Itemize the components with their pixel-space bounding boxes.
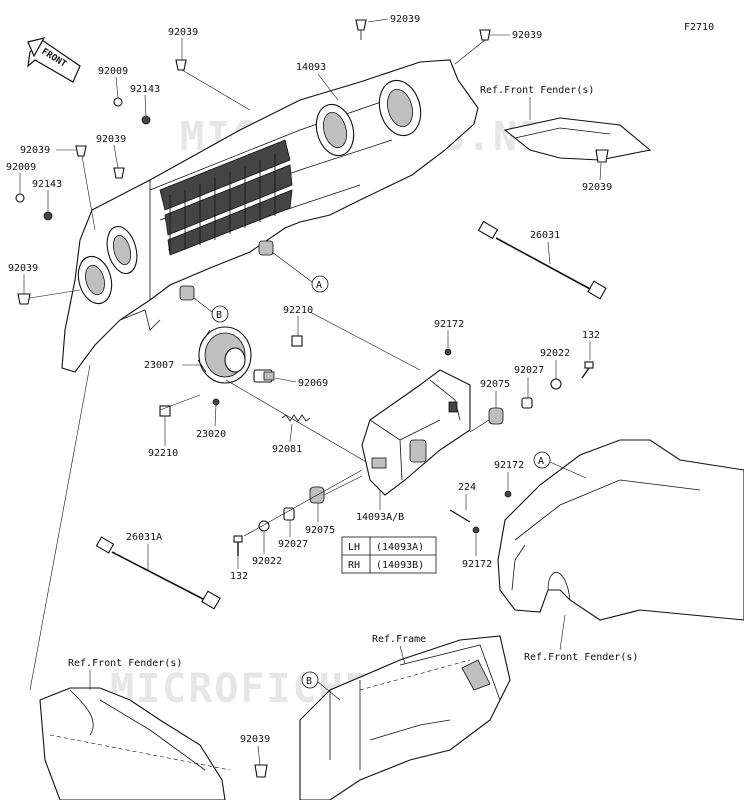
marker-a-right: A (533, 451, 587, 479)
label-23020: 23020 (196, 429, 226, 440)
front-fender-top-segment (503, 117, 652, 161)
label-92009-lower: 92009 (6, 162, 36, 173)
label-92039-fender-right: 92039 (582, 182, 612, 193)
label-92039-bottom: 92039 (240, 734, 270, 745)
label-92039-top-left: 92039 (168, 27, 198, 38)
label-92081: 92081 (272, 444, 302, 455)
bolt-92172-lower-icon (472, 526, 480, 534)
spring-92081-icon (281, 414, 311, 422)
headlight-lamp-23007 (197, 326, 252, 384)
washer-92022-lower-icon (258, 520, 270, 532)
cowl-grille (159, 139, 293, 256)
label-ref-front-fender-bottom: Ref.Front Fender(s) (68, 658, 182, 669)
nut-92143-upper-icon (141, 115, 151, 125)
headlight-cowl (61, 59, 479, 373)
label-92027-lower: 92027 (278, 539, 308, 550)
screw-23020-icon (212, 398, 220, 406)
label-92172-right: 92172 (494, 460, 524, 471)
label-92075-lower: 92075 (305, 525, 335, 536)
headlight-opening-left (77, 225, 138, 305)
bulb-socket-92069-icon (253, 369, 275, 383)
label-92039-left-upper: 92039 (96, 134, 126, 145)
variant-row-rh-part: (14093B) (376, 560, 424, 571)
label-26031: 26031 (530, 230, 560, 241)
svg-text:B: B (306, 676, 312, 687)
svg-text:A: A (316, 280, 322, 291)
clip-92039-top-center-icon (355, 19, 367, 40)
variant-row-rh-side: RH (348, 560, 360, 571)
label-92039-top-center: 92039 (390, 14, 420, 25)
bolt-132-upper-icon (581, 361, 594, 379)
front-arrow-icon: FRONT (27, 37, 81, 83)
label-92172-lower: 92172 (462, 559, 492, 570)
clip-92039-top-left-icon (175, 59, 187, 71)
label-92039-left-lower: 92039 (8, 263, 38, 274)
marker-b-top: B (193, 297, 229, 323)
label-224: 224 (458, 482, 476, 493)
label-92210-upper: 92210 (283, 305, 313, 316)
label-ref-frame: Ref.Frame (372, 634, 426, 645)
marker-a-top: A (271, 251, 329, 293)
label-92039-left-mid: 92039 (20, 145, 50, 156)
label-92143-lower: 92143 (32, 179, 62, 190)
label-23007: 23007 (144, 360, 174, 371)
clip-92210-upper-icon (291, 335, 303, 347)
washer-92022-upper-icon (550, 378, 562, 390)
frame-section (299, 635, 511, 800)
headlight-bracket-14093ab (361, 369, 471, 496)
label-132-lower: 132 (230, 571, 248, 582)
figure-code: F2710 (684, 22, 714, 33)
variant-row-lh-side: LH (348, 542, 360, 553)
label-ref-front-fender-top: Ref.Front Fender(s) (480, 85, 594, 96)
label-ref-front-fender-right-1: Ref.Front Fender(s) (524, 652, 638, 663)
label-92210-lower: 92210 (148, 448, 178, 459)
headlight-opening-right (378, 79, 422, 137)
front-fender-right (497, 439, 744, 621)
label-14093ab: 14093A/B (356, 512, 404, 523)
nut-92143-lower-icon (43, 211, 53, 221)
label-92069: 92069 (298, 378, 328, 389)
bolt-92172-upper-icon (444, 348, 452, 356)
label-92027-upper: 92027 (514, 365, 544, 376)
headlight-opening-center (315, 103, 355, 157)
clip-92039-left-upper-icon (113, 167, 125, 179)
svg-text:B: B (216, 310, 222, 321)
label-14093: 14093 (296, 62, 326, 73)
pin-224-icon (449, 509, 471, 523)
label-92009-upper: 92009 (98, 66, 128, 77)
collar-92027-upper-icon (521, 397, 533, 409)
svg-text:A: A (538, 456, 544, 467)
variant-row-lh-part: (14093A) (376, 542, 424, 553)
bolt-92009-upper-icon (113, 97, 123, 107)
label-26031a: 26031A (126, 532, 162, 543)
label-92075-upper: 92075 (480, 379, 510, 390)
harness-26031a (95, 536, 221, 610)
bolt-92172-right-icon (504, 490, 512, 498)
bolt-132-lower-icon (233, 535, 243, 556)
label-92143-upper: 92143 (130, 84, 160, 95)
clip-92039-left-mid-icon (75, 145, 87, 157)
label-92022-lower: 92022 (252, 556, 282, 567)
label-92039-top-right: 92039 (512, 30, 542, 41)
marker-b-bottom: B (301, 671, 341, 701)
grommet-92075-upper-icon (488, 407, 504, 425)
harness-26031 (477, 220, 607, 300)
bolt-92009-lower-icon (15, 193, 25, 203)
clip-92039-top-right-icon (479, 29, 491, 41)
label-92022-upper: 92022 (540, 348, 570, 359)
label-132-upper: 132 (582, 330, 600, 341)
clip-92039-left-lower-icon (17, 293, 31, 305)
clip-92039-fender-right-icon (595, 149, 609, 163)
collar-92027-lower-icon (283, 507, 295, 521)
grommet-center-icon (179, 240, 274, 301)
clip-92210-lower-icon (159, 405, 171, 417)
variant-table: LH (14093A) RH (14093B) (341, 536, 437, 574)
label-92172-upper: 92172 (434, 319, 464, 330)
clip-92039-bottom-icon (254, 764, 268, 778)
